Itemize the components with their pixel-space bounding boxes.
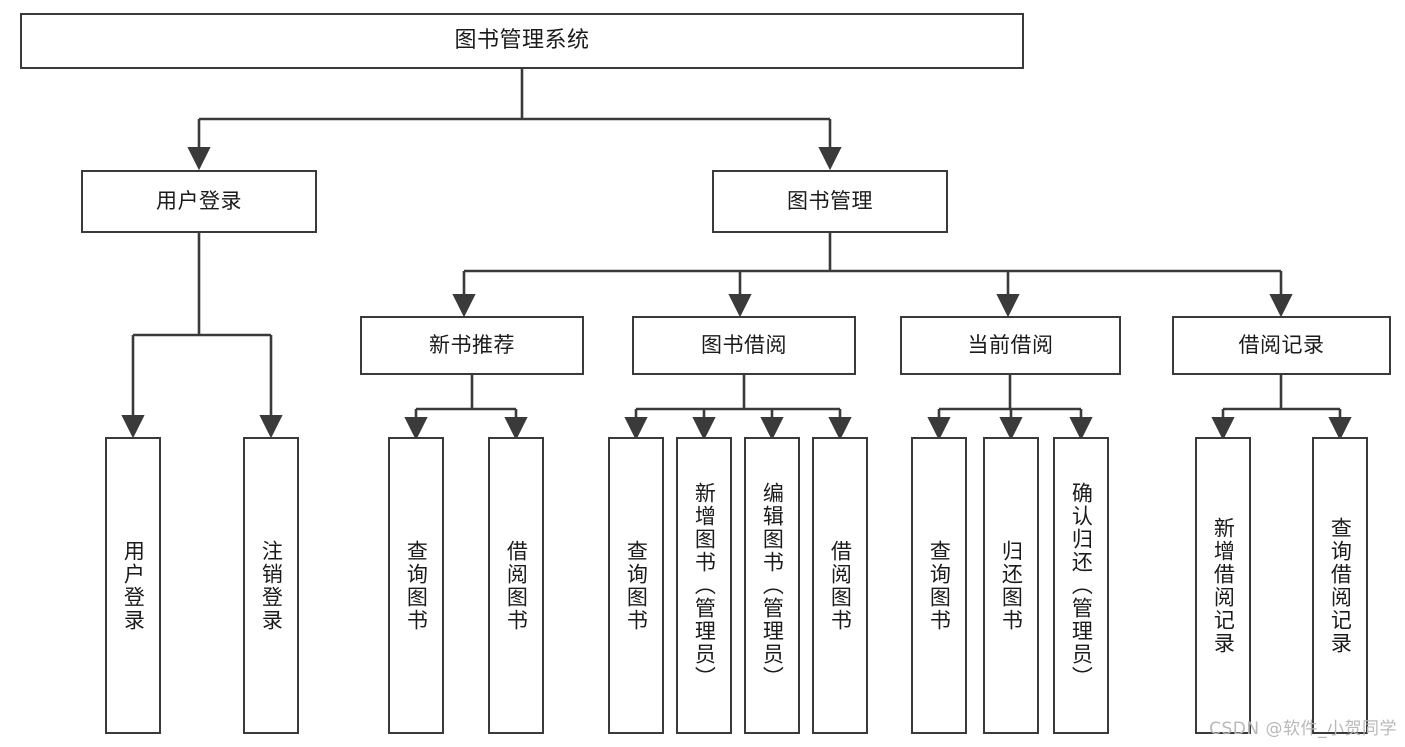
node-user-login-label: 用户登录 <box>156 188 242 213</box>
node-user-login[interactable]: 用户登录 <box>81 170 317 233</box>
node-leaf-query-book-3[interactable]: 查询图书 <box>911 437 967 734</box>
node-leaf-add-book-label: 新增图书（管理员） <box>692 482 717 689</box>
node-leaf-query-book-2-label: 查询图书 <box>624 539 649 632</box>
node-leaf-user-login[interactable]: 用户登录 <box>105 437 161 734</box>
node-leaf-user-login-label: 用户登录 <box>121 539 146 632</box>
node-new-book-recommend-label: 新书推荐 <box>429 332 515 357</box>
node-current-borrow-label: 当前借阅 <box>967 332 1054 357</box>
node-book-manage-label: 图书管理 <box>787 188 873 213</box>
node-leaf-query-book-1-label: 查询图书 <box>404 539 429 632</box>
node-root[interactable]: 图书管理系统 <box>20 13 1024 69</box>
node-leaf-return-book[interactable]: 归还图书 <box>983 437 1039 734</box>
node-leaf-borrow-book-2-label: 借阅图书 <box>828 539 853 632</box>
node-leaf-query-book-3-label: 查询图书 <box>927 539 952 632</box>
node-leaf-add-book[interactable]: 新增图书（管理员） <box>676 437 732 734</box>
node-leaf-user-logout[interactable]: 注销登录 <box>243 437 299 734</box>
node-root-label: 图书管理系统 <box>454 27 590 53</box>
node-leaf-borrow-book-1-label: 借阅图书 <box>504 539 529 632</box>
node-book-manage[interactable]: 图书管理 <box>712 170 948 233</box>
node-leaf-add-record[interactable]: 新增借阅记录 <box>1195 437 1251 734</box>
node-leaf-confirm-return-label: 确认归还（管理员） <box>1069 482 1094 689</box>
node-leaf-query-book-1[interactable]: 查询图书 <box>388 437 444 734</box>
node-current-borrow[interactable]: 当前借阅 <box>900 316 1121 375</box>
node-leaf-edit-book[interactable]: 编辑图书（管理员） <box>744 437 800 734</box>
csdn-watermark: CSDN @软件_小贺同学 <box>1209 719 1397 739</box>
node-borrow-record[interactable]: 借阅记录 <box>1172 316 1391 375</box>
node-new-book-recommend[interactable]: 新书推荐 <box>360 316 584 375</box>
node-leaf-confirm-return[interactable]: 确认归还（管理员） <box>1053 437 1109 734</box>
node-book-borrow[interactable]: 图书借阅 <box>632 316 856 375</box>
node-borrow-record-label: 借阅记录 <box>1238 332 1325 357</box>
node-leaf-user-logout-label: 注销登录 <box>259 539 284 632</box>
node-book-borrow-label: 图书借阅 <box>701 332 787 357</box>
node-leaf-borrow-book-1[interactable]: 借阅图书 <box>488 437 544 734</box>
node-leaf-add-record-label: 新增借阅记录 <box>1211 516 1236 655</box>
node-leaf-query-record[interactable]: 查询借阅记录 <box>1312 437 1368 734</box>
node-leaf-edit-book-label: 编辑图书（管理员） <box>760 482 785 689</box>
node-leaf-query-record-label: 查询借阅记录 <box>1328 516 1353 655</box>
node-leaf-return-book-label: 归还图书 <box>999 539 1024 632</box>
node-leaf-query-book-2[interactable]: 查询图书 <box>608 437 664 734</box>
node-leaf-borrow-book-2[interactable]: 借阅图书 <box>812 437 868 734</box>
